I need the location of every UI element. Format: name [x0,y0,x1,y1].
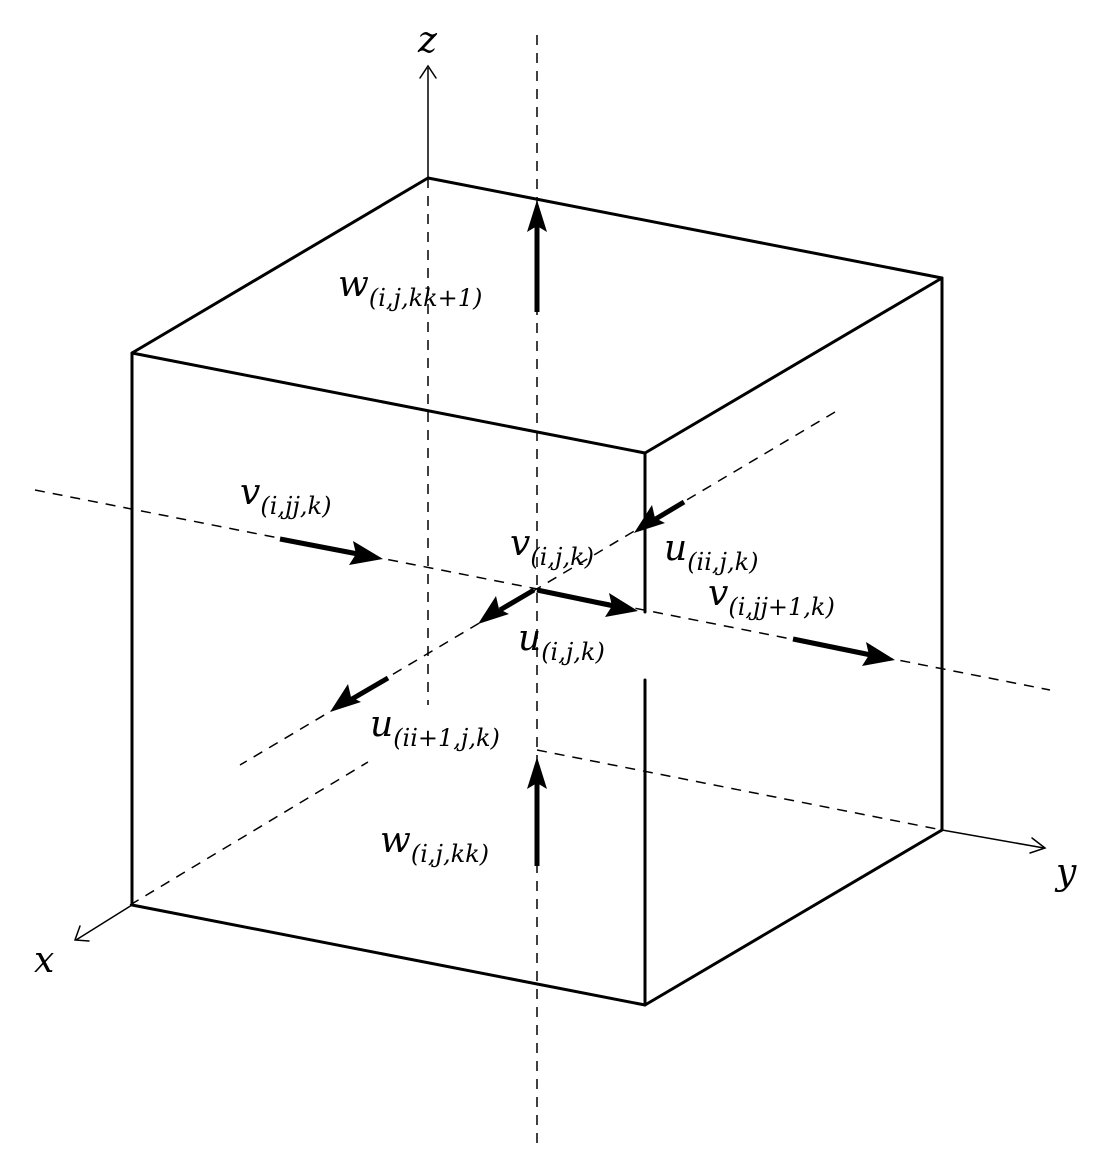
cube-bottom-front [130,828,944,1007]
u-back-arrowhead [634,505,665,533]
x-axis-label: x [34,940,54,981]
label-u-center: u(i,j,k) [518,618,605,666]
cube [130,176,944,1007]
label-u-front: u(ii+1,j,k) [370,704,500,752]
z-axis-label: z [417,20,438,61]
y-axis [941,829,1045,849]
label-u-back: u(ii,j,k) [664,528,759,576]
y-axis-label: y [1054,852,1077,893]
v-left-arrowhead [349,541,383,565]
y-axis-arrowhead [1029,837,1047,854]
w-top-arrowhead [527,200,547,232]
u-front-arrowhead [330,684,361,712]
axes: z y x [34,20,1077,981]
w-bottom-arrowhead [527,757,547,789]
x-axis-arrowhead [73,925,90,942]
label-v-right: v(i,jj+1,k) [708,573,835,621]
vector-labels: w(i,j,kk+1) v(i,jj,k) v(i,j,k) u(ii,j,k)… [240,264,835,868]
z-axis-arrowhead [419,64,437,79]
v-center-arrowhead [605,593,638,617]
u-back-arrow-shaft [652,499,686,523]
v-center-arrow-shaft [536,587,615,609]
v-left-arrow-shaft [279,536,359,557]
u-front-arrow-shaft [350,675,390,702]
u-center-arrowhead [478,596,509,624]
v-right-arrow-shaft [792,636,872,658]
hidden-bottom-back-edge [536,749,943,831]
u-center-arrow-shaft [498,587,536,613]
v-right-arrowhead [862,642,895,666]
hidden-bottom-left-edge [129,761,369,906]
x-axis [75,904,133,941]
label-v-center: v(i,j,k) [510,523,594,571]
label-w-top: w(i,j,kk+1) [338,264,482,312]
label-w-bottom: w(i,j,kk) [380,820,489,868]
velocity-vectors [279,200,895,866]
label-v-left: v(i,jj,k) [240,472,331,520]
